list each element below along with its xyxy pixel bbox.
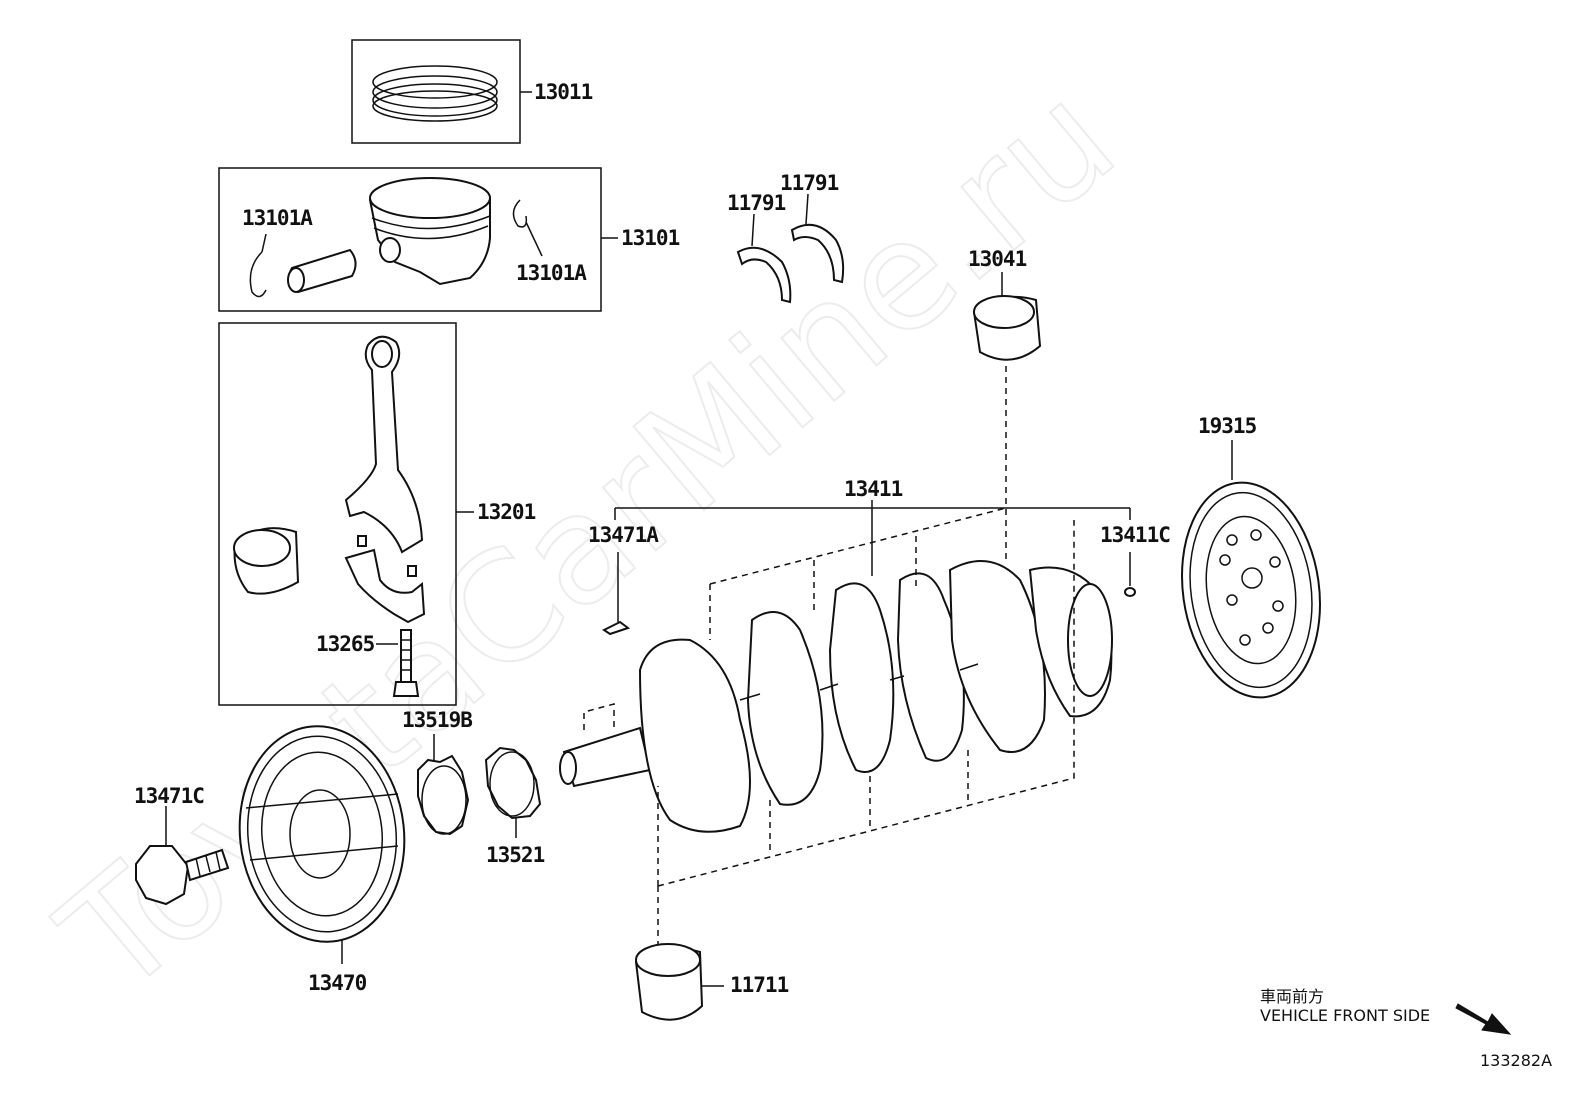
crankshaft[interactable] — [559, 500, 1131, 833]
crank-sprocket-13519B[interactable] — [417, 754, 470, 836]
thrust-washers[interactable] — [736, 223, 845, 304]
label-13411C[interactable]: 13411C — [1100, 523, 1171, 547]
piston-ring-set[interactable] — [351, 39, 521, 144]
piston-assembly[interactable] — [218, 167, 602, 312]
label-13471A[interactable]: 13471A — [588, 523, 660, 547]
conrod-bearing[interactable] — [972, 295, 1042, 361]
vehicle-front-jp: 車両前方 — [1260, 987, 1324, 1006]
label-13470[interactable]: 13470 — [308, 971, 368, 995]
label-13011[interactable]: 13011 — [534, 80, 594, 104]
label-13471C[interactable]: 13471C — [134, 784, 205, 808]
connecting-rod-assembly[interactable] — [218, 322, 457, 706]
main-bearing[interactable] — [634, 943, 704, 1021]
label-13101A-left[interactable]: 13101A — [242, 206, 314, 230]
label-11791-left[interactable]: 11791 — [727, 191, 787, 215]
timing-rotor[interactable] — [1169, 474, 1334, 707]
label-13521[interactable]: 13521 — [486, 843, 546, 867]
label-19315[interactable]: 19315 — [1198, 414, 1258, 438]
label-13411[interactable]: 13411 — [844, 477, 904, 501]
label-11791-right[interactable]: 11791 — [780, 171, 840, 195]
crank-pulley[interactable] — [229, 718, 415, 950]
vehicle-front-en: VEHICLE FRONT SIDE — [1260, 1006, 1430, 1025]
front-arrow-icon — [1455, 1003, 1512, 1035]
pulley-bolt[interactable] — [135, 845, 230, 906]
crank-gear-13521[interactable] — [484, 746, 542, 820]
label-13041[interactable]: 13041 — [968, 247, 1028, 271]
label-11711[interactable]: 11711 — [730, 973, 790, 997]
label-13101A-right[interactable]: 13101A — [516, 261, 588, 285]
label-13101[interactable]: 13101 — [621, 226, 681, 250]
conrod-frame — [218, 322, 457, 706]
label-13519B[interactable]: 13519B — [402, 708, 473, 732]
label-13265[interactable]: 13265 — [316, 632, 376, 656]
label-13201[interactable]: 13201 — [477, 500, 537, 524]
piston-frame — [218, 167, 602, 312]
diagram-id: 133282A — [1480, 1051, 1552, 1070]
